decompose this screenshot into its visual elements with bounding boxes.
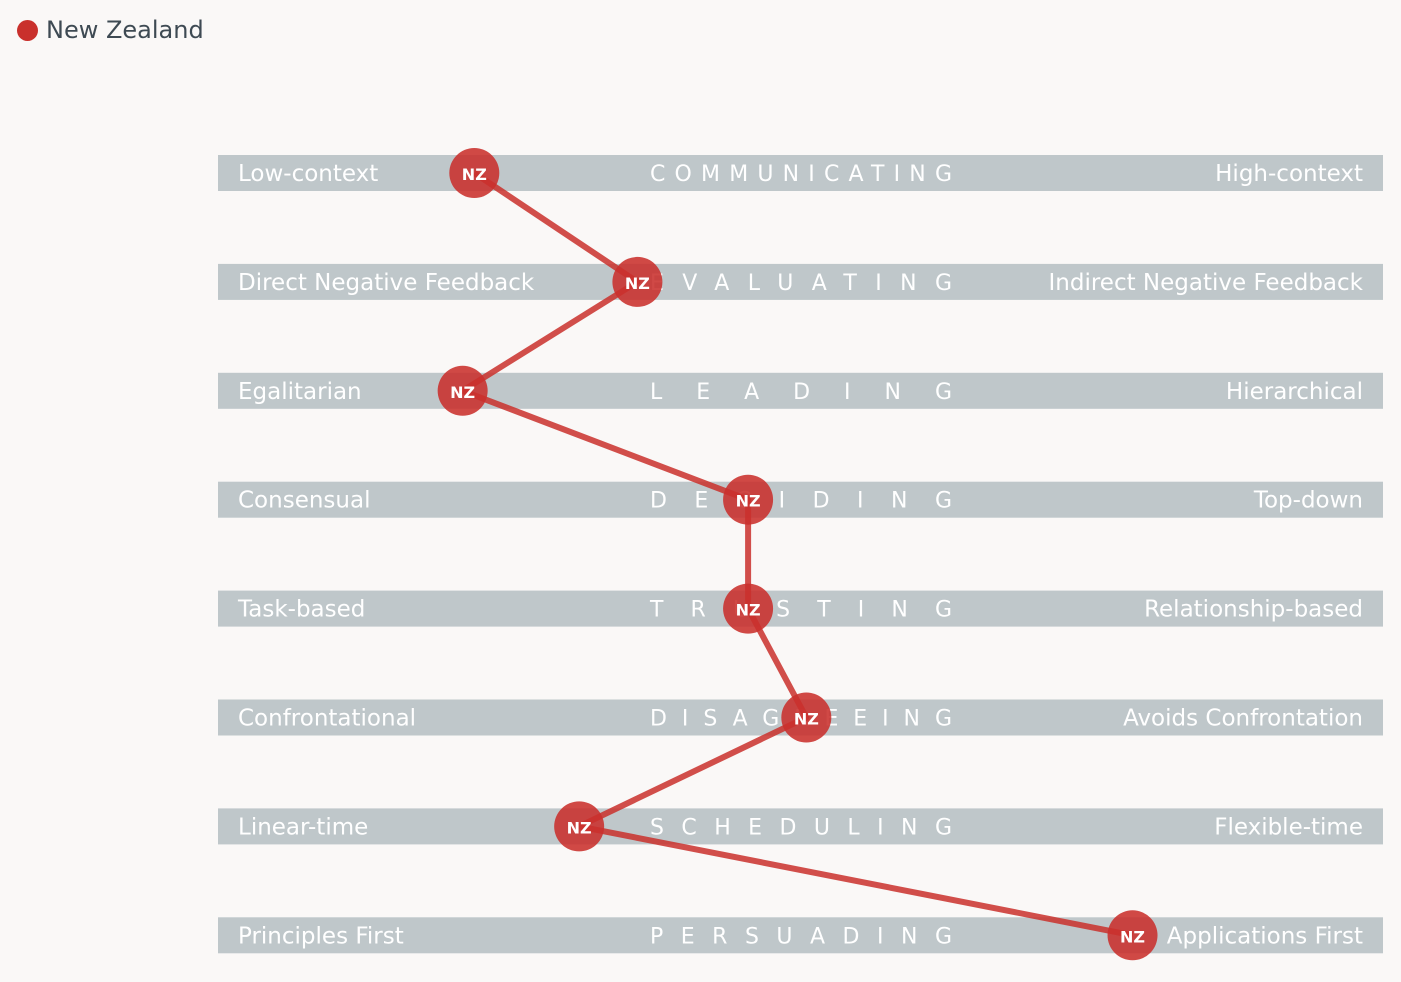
markers-layer: NZ NZ NZ NZ NZ NZ NZ NZ: [437, 148, 1158, 961]
scale-right-label: Indirect Negative Feedback: [1049, 270, 1364, 296]
series-line: [459, 170, 1134, 939]
data-point[interactable]: NZ: [554, 801, 605, 852]
scale-left-label: Direct Negative Feedback: [238, 270, 535, 296]
scale-right-label: Applications First: [1167, 923, 1363, 949]
legend-label: New Zealand: [46, 16, 204, 44]
data-point-marker: [1107, 910, 1158, 961]
data-point-label: NZ: [462, 165, 487, 184]
legend[interactable]: New Zealand: [17, 16, 204, 44]
data-point-marker: [781, 692, 832, 743]
scale-left-label: Linear-time: [238, 814, 368, 840]
data-point[interactable]: NZ: [723, 474, 774, 525]
data-point-marker: [723, 474, 774, 525]
scale-band: [218, 263, 1383, 300]
data-point[interactable]: NZ: [781, 692, 832, 743]
scale-band: [218, 155, 1383, 191]
data-point[interactable]: NZ: [723, 583, 774, 634]
data-point-marker: [554, 801, 605, 852]
scale-left-label: Consensual: [238, 488, 370, 514]
scale-band: [218, 372, 1383, 409]
series-line-layer: [459, 170, 1134, 939]
scale-right-label: Top-down: [1253, 488, 1363, 514]
data-point-marker: [723, 583, 774, 634]
scale-band: [218, 808, 1383, 845]
data-point-label: NZ: [1120, 927, 1145, 946]
data-point-label: NZ: [736, 601, 761, 620]
scale-right-label: Hierarchical: [1226, 379, 1363, 405]
scale-band: [218, 590, 1383, 627]
data-point[interactable]: NZ: [1107, 910, 1158, 961]
scale-row: Direct Negative Feedback Indirect Negativ…: [218, 263, 1383, 300]
data-point-marker: [437, 365, 488, 416]
data-point-label: NZ: [736, 492, 761, 511]
scale-right-label: Flexible-time: [1214, 814, 1363, 840]
data-point[interactable]: NZ: [449, 148, 500, 198]
data-point-marker: [612, 256, 663, 307]
data-point-marker: [449, 148, 500, 198]
scale-right-label: Avoids Confrontation: [1123, 706, 1363, 732]
data-point-label: NZ: [450, 383, 475, 402]
scale-band: [218, 481, 1383, 518]
data-point[interactable]: NZ: [612, 256, 663, 307]
data-point[interactable]: NZ: [437, 365, 488, 416]
data-point-label: NZ: [625, 274, 650, 293]
data-point-label: NZ: [794, 710, 819, 729]
scale-band: [218, 917, 1383, 954]
data-point-label: NZ: [567, 818, 592, 837]
scale-left-label: Task-based: [237, 597, 365, 623]
scale-left-label: Low-context: [238, 161, 378, 187]
scale-left-label: Egalitarian: [238, 379, 362, 405]
scale-right-label: High-context: [1215, 161, 1363, 187]
legend-marker-icon: [17, 19, 38, 41]
scale-left-label: Confrontational: [238, 706, 416, 732]
scale-right-label: Relationship-based: [1144, 597, 1363, 623]
scale-left-label: Principles First: [238, 923, 404, 949]
